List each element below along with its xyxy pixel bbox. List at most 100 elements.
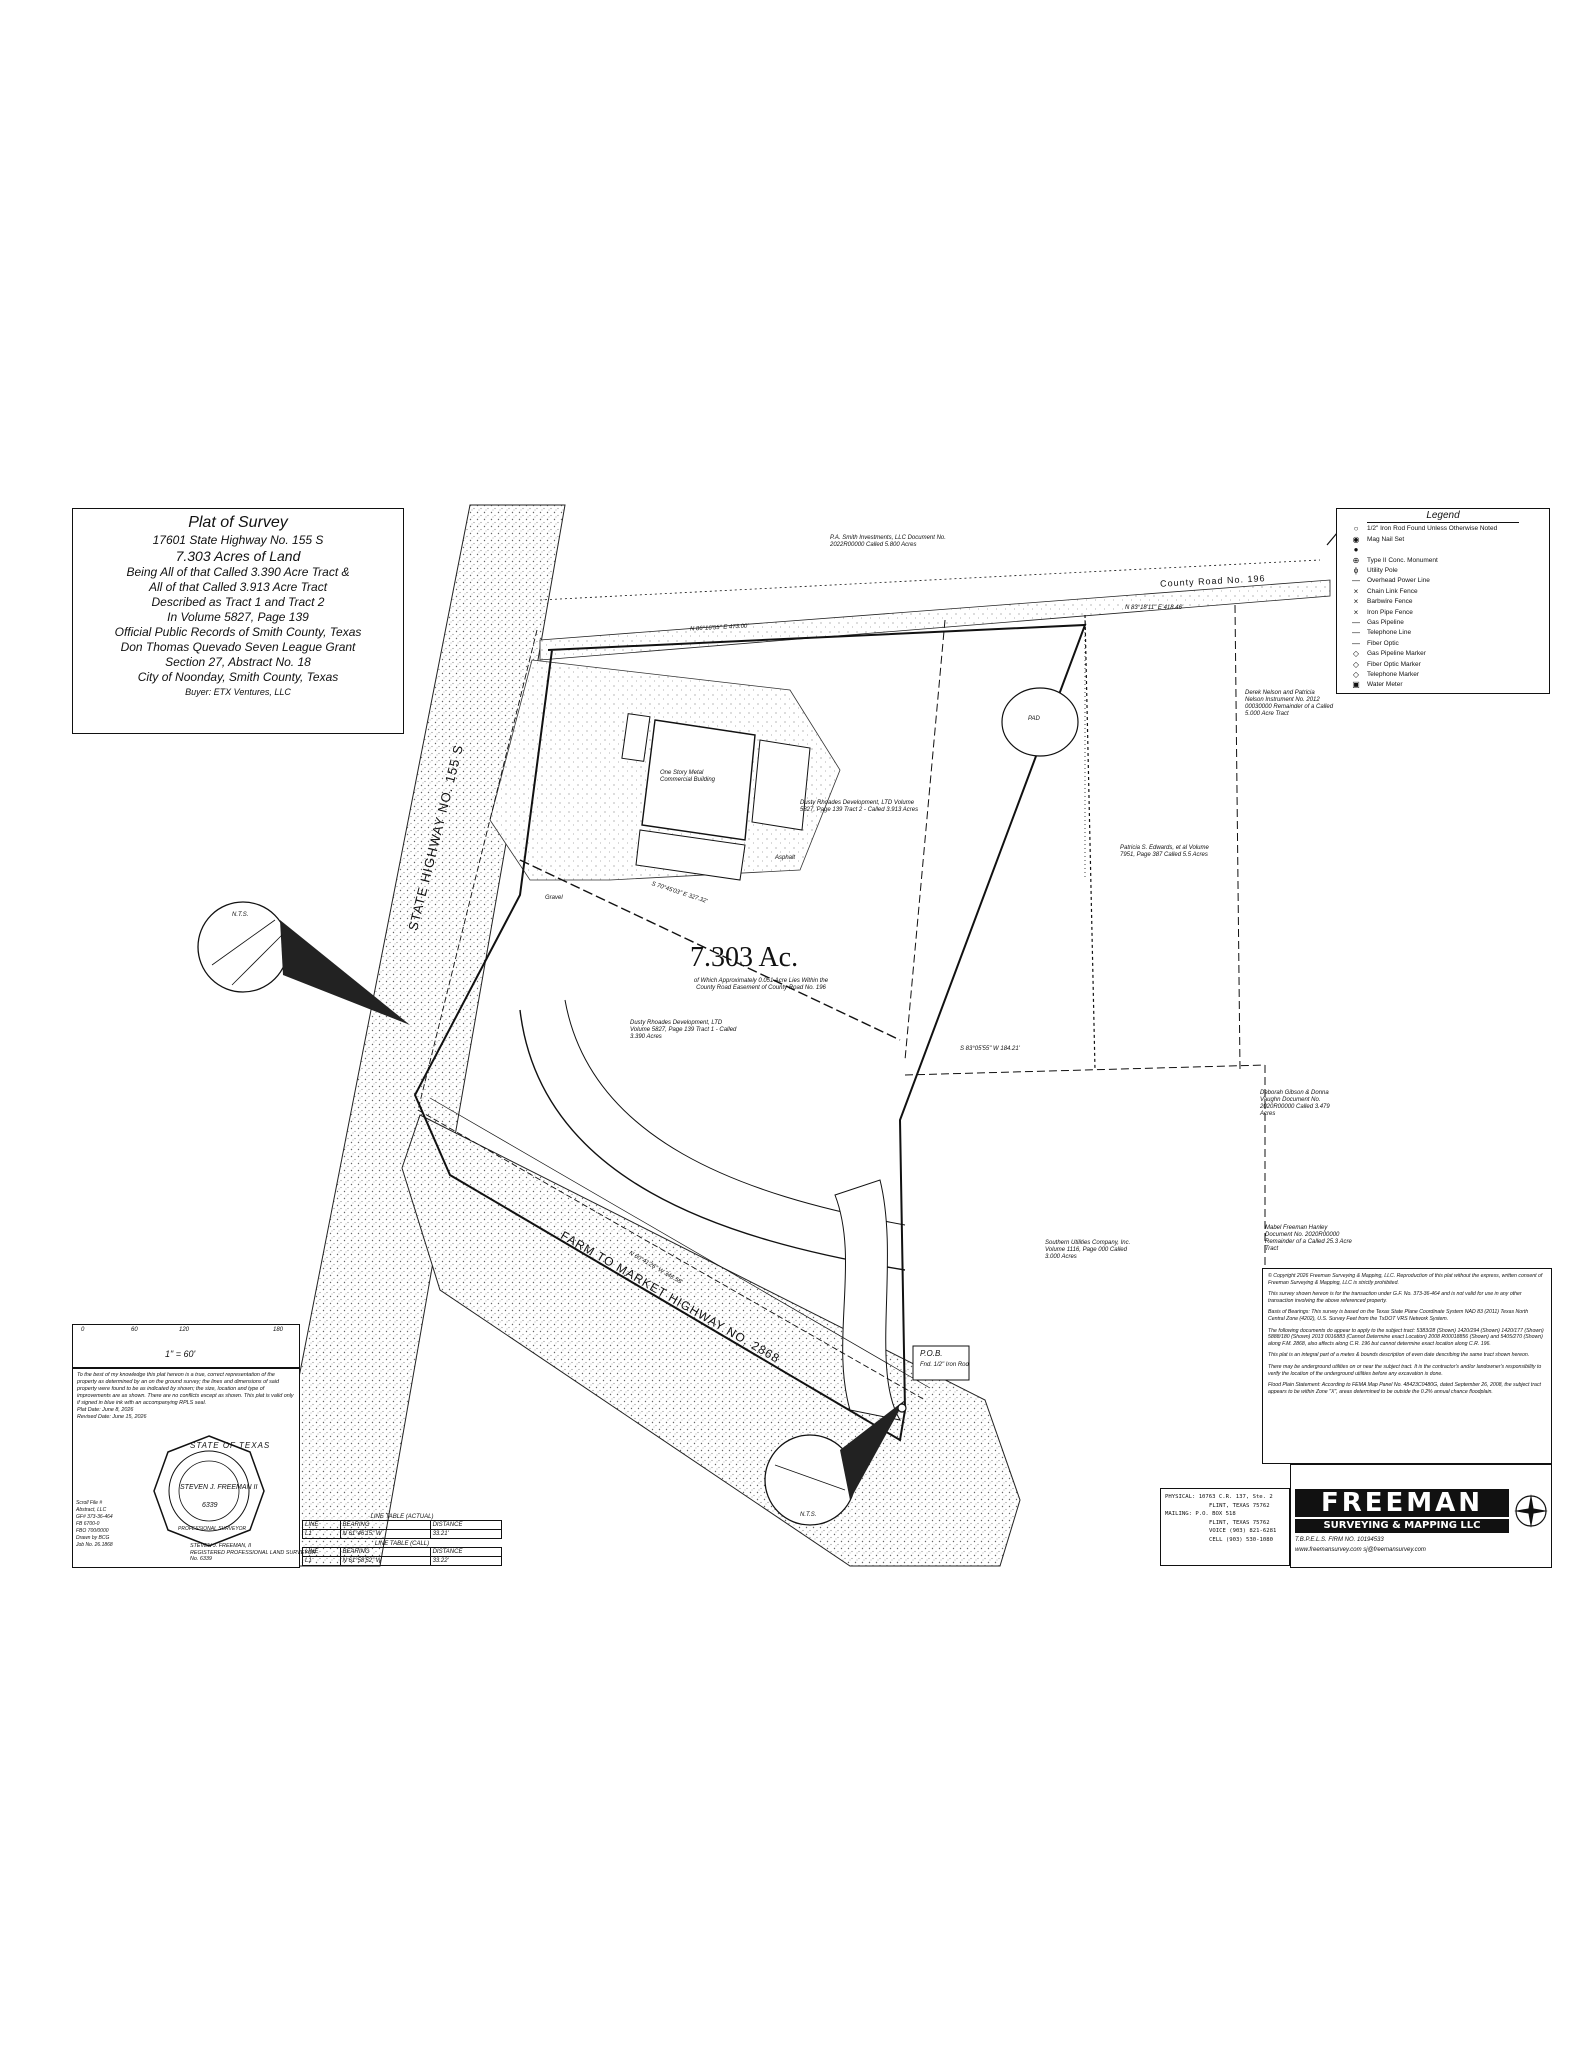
title-block: Plat of Survey 17601 State Highway No. 1… — [72, 508, 404, 734]
legend-item: —Fiber Optic — [1337, 639, 1549, 649]
company-name: FREEMAN — [1295, 1489, 1509, 1517]
legend-symbol-icon: ◇ — [1352, 669, 1360, 679]
legend-item: ×Chain Link Fence — [1337, 587, 1549, 597]
asphalt-label: Asphalt — [775, 855, 796, 861]
legend-label: Iron Pipe Fence — [1367, 608, 1413, 616]
scale-tick: 120 — [179, 1327, 190, 1333]
legend-label: Overhead Power Line — [1367, 577, 1430, 585]
job-notes: Scroll File # Abstract, LLC GF# 373-36-4… — [76, 1500, 113, 1548]
nts-label: N.T.S. — [800, 1512, 817, 1518]
nts-label: N.T.S. — [232, 912, 249, 918]
legend-label: Mag Nail Set — [1367, 535, 1405, 543]
pad — [1001, 687, 1079, 757]
note: Flood Plain Statement: According to FEMA… — [1268, 1382, 1541, 1395]
legend-symbol-icon: ⊕ — [1352, 555, 1360, 565]
commercial-building — [641, 719, 756, 841]
legend-label: Chain Link Fence — [1367, 587, 1418, 595]
surveyor-seal — [153, 1435, 265, 1547]
legend-item: ◉Mag Nail Set — [1337, 535, 1549, 545]
plat-line: Don Thomas Quevado Seven League Grant — [120, 640, 356, 654]
legend-item: —Gas Pipeline — [1337, 618, 1549, 628]
seal-name: STEVEN J. FREEMAN II — [180, 1484, 258, 1491]
plat-line: Described as Tract 1 and Tract 2 — [151, 595, 325, 609]
legend-title: Legend — [1367, 510, 1519, 523]
detail-leader-nw — [280, 920, 410, 1025]
parcel-label: P.A. Smith Investments, LLC Document No.… — [830, 535, 946, 548]
seal-bottom-text: PROFESSIONAL SURVEYOR — [178, 1526, 247, 1532]
detail-leader-se — [840, 1400, 905, 1500]
adjoiner-line — [904, 1064, 1266, 1076]
legend-symbol-icon: — — [1352, 576, 1360, 586]
adjoiner-line — [1234, 604, 1241, 1071]
plat-line: City of Noonday, Smith County, Texas — [137, 670, 339, 684]
firm-number: T.B.P.E.L.S. FIRM NO. 10194533 — [1295, 1537, 1384, 1543]
legend-symbol-icon: ◇ — [1352, 649, 1360, 659]
tract-acreage: 7.303 Ac. — [690, 942, 799, 973]
note: There may be underground utilities on or… — [1268, 1363, 1542, 1377]
legend-label: Fiber Optic Marker — [1367, 660, 1421, 668]
parcel-label: Southern Utilities Company, Inc. Volume … — [1045, 1240, 1131, 1260]
gravel-area — [834, 1179, 902, 1421]
canopy — [621, 713, 651, 762]
gravel-label: Gravel — [545, 895, 563, 901]
note: © Copyright 2026 Freeman Surveying & Map… — [1268, 1273, 1543, 1286]
certification-text: To the best of my knowledge this plat he… — [77, 1372, 294, 1406]
plat-line: Being All of that Called 3.390 Acre Trac… — [126, 565, 350, 579]
pad-label: PAD — [1028, 716, 1040, 722]
plat-buyer: Buyer: ETX Ventures, LLC — [185, 687, 291, 697]
plat-line: In Volume 5827, Page 139 — [167, 610, 309, 624]
legend-item: ▣ Water Meter — [1337, 680, 1549, 690]
note: This plat is an integral part of a metes… — [1268, 1352, 1530, 1359]
legend-item: ○1/2" Iron Rod Found Unless Otherwise No… — [1337, 524, 1549, 535]
surveyor-name: STEVEN J. FREEMAN, II — [190, 1543, 252, 1549]
legend: Legend ○1/2" Iron Rod Found Unless Other… — [1336, 508, 1550, 694]
scale-tick: 0 — [81, 1327, 85, 1333]
seal-number: 6339 — [202, 1502, 218, 1509]
parcel-label: Derek Nelson and Patricia Nelson Instrum… — [1245, 690, 1334, 717]
parcel-label: Dusty Rhoades Development, LTD Volume 58… — [800, 800, 919, 813]
revised-date: Revised Date: June 15, 2026 — [77, 1414, 147, 1420]
legend-item: —Telephone Line — [1337, 628, 1549, 638]
drive-curve-inner — [564, 999, 906, 1226]
company-brand-block: FREEMAN SURVEYING & MAPPING LLC T.B.P.E.… — [1290, 1464, 1552, 1568]
adjoiner-line — [1084, 614, 1096, 1071]
tract-division-line — [519, 859, 901, 1041]
legend-symbol-icon: × — [1353, 607, 1359, 617]
fence-line — [539, 559, 1321, 601]
building-east — [751, 739, 811, 831]
compass-rose-icon — [1514, 1494, 1548, 1528]
carport — [635, 829, 746, 881]
firm-contact: www.freemansurvey.com sj@freemansurvey.c… — [1295, 1547, 1426, 1553]
legend-label: 1/2" Iron Rod Found Unless Otherwise Not… — [1367, 525, 1498, 533]
highway-155-corridor — [261, 504, 566, 1567]
pob-label: P.O.B. — [920, 1349, 943, 1358]
plat-line: Section 27, Abstract No. 18 — [165, 655, 311, 669]
scale-ratio: 1" = 60' — [165, 1349, 196, 1359]
parcel-label: Dusty Rhoades Development, LTD Volume 58… — [630, 1020, 737, 1040]
legend-symbol-icon: ▣ — [1352, 680, 1360, 690]
plat-address: 17601 State Highway No. 155 S — [152, 533, 324, 547]
legend-symbol-icon: ● — [1353, 545, 1359, 555]
legend-symbol-icon: — — [1352, 617, 1360, 627]
bearing-label: S 83°05'55" W 184.21' — [960, 1046, 1020, 1052]
note: The following documents do appear to app… — [1268, 1327, 1544, 1347]
adjoiner-line — [904, 619, 946, 1061]
legend-label: Water Meter — [1367, 681, 1403, 689]
legend-symbol-icon: × — [1353, 597, 1359, 607]
pob-marker — [897, 1403, 907, 1413]
plat-acres: 7.303 Acres of Land — [175, 548, 301, 564]
company-tagline: SURVEYING & MAPPING LLC — [1295, 1519, 1509, 1533]
fm-2868-corridor — [401, 1114, 1021, 1567]
plat-line: Official Public Records of Smith County,… — [114, 625, 362, 639]
legend-item: ◇ Gas Pipeline Marker — [1337, 649, 1549, 659]
county-road-196-corridor — [539, 579, 1331, 661]
note: This survey shown hereon is for the tran… — [1268, 1291, 1522, 1304]
scale-box: 0 60 120 180 1" = 60' — [72, 1324, 300, 1368]
legend-label: Telephone Marker — [1367, 670, 1420, 678]
surveyor-title: REGISTERED PROFESSIONAL LAND SURVEYOR No… — [190, 1549, 316, 1563]
tract-boundary — [413, 623, 1087, 1442]
legend-label: Gas Pipeline Marker — [1367, 650, 1426, 658]
